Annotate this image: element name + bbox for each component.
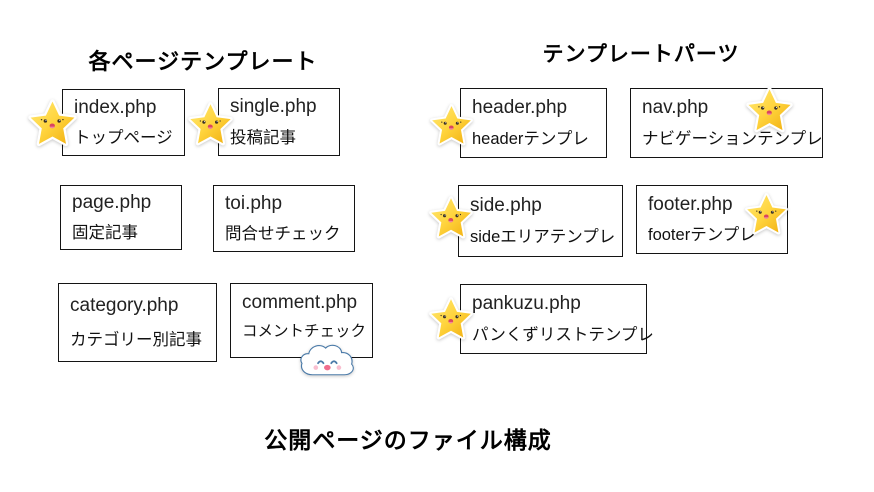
file-name: category.php <box>70 295 179 316</box>
file-name: footer.php <box>648 193 733 215</box>
file-description: footerテンプレ <box>648 226 756 245</box>
file-description: パンくずリストテンプレ <box>472 326 654 344</box>
file-box-header-php: header.php headerテンプレ <box>460 88 607 158</box>
star-icon <box>745 85 794 136</box>
file-name: page.php <box>72 192 152 214</box>
page-caption: 公開ページのファイル構成 <box>264 427 552 453</box>
cloud-icon <box>296 340 362 382</box>
file-description: コメントチェック <box>242 323 367 340</box>
star-icon <box>429 102 474 149</box>
file-name: index.php <box>74 97 157 118</box>
file-box-side-php: side.php sideエリアテンプレ <box>458 185 623 257</box>
file-description: headerテンプレ <box>472 130 589 148</box>
file-description: sideエリアテンプレ <box>470 228 616 247</box>
file-name: toi.php <box>225 193 283 214</box>
file-box-nav-php: nav.php ナビゲーションテンプレ <box>630 88 823 158</box>
file-description: トップページ <box>74 129 173 147</box>
file-name: pankuzu.php <box>472 293 581 314</box>
file-description: 問合せチェック <box>225 225 341 243</box>
file-name: comment.php <box>242 292 358 313</box>
file-box-category-php: category.php カテゴリー別記事 <box>58 283 217 362</box>
star-icon <box>187 100 234 149</box>
star-icon <box>744 191 789 238</box>
right-column-title: テンプレートパーツ <box>542 43 740 66</box>
file-description: 投稿記事 <box>230 128 296 147</box>
star-icon <box>428 194 474 242</box>
file-box-toi-php: toi.php 問合せチェック <box>213 185 355 252</box>
file-box-pankuzu-php: pankuzu.php パンくずリストテンプレ <box>460 284 654 354</box>
file-box-single-php: single.php 投稿記事 <box>218 88 340 156</box>
file-name: side.php <box>470 194 542 216</box>
file-name: nav.php <box>642 97 709 118</box>
star-icon <box>27 97 78 150</box>
star-icon <box>428 295 474 343</box>
file-box-index-php: index.php トップページ <box>62 89 185 156</box>
file-name: header.php <box>472 97 568 118</box>
file-description: ナビゲーションテンプレ <box>642 130 823 148</box>
file-description: カテゴリー別記事 <box>70 331 202 349</box>
left-column-title: 各ページテンプレート <box>88 49 318 74</box>
file-box-page-php: page.php 固定記事 <box>60 185 182 250</box>
file-name: single.php <box>230 96 317 118</box>
file-box-comment-php: comment.php コメントチェック <box>230 283 373 358</box>
file-description: 固定記事 <box>72 223 138 242</box>
